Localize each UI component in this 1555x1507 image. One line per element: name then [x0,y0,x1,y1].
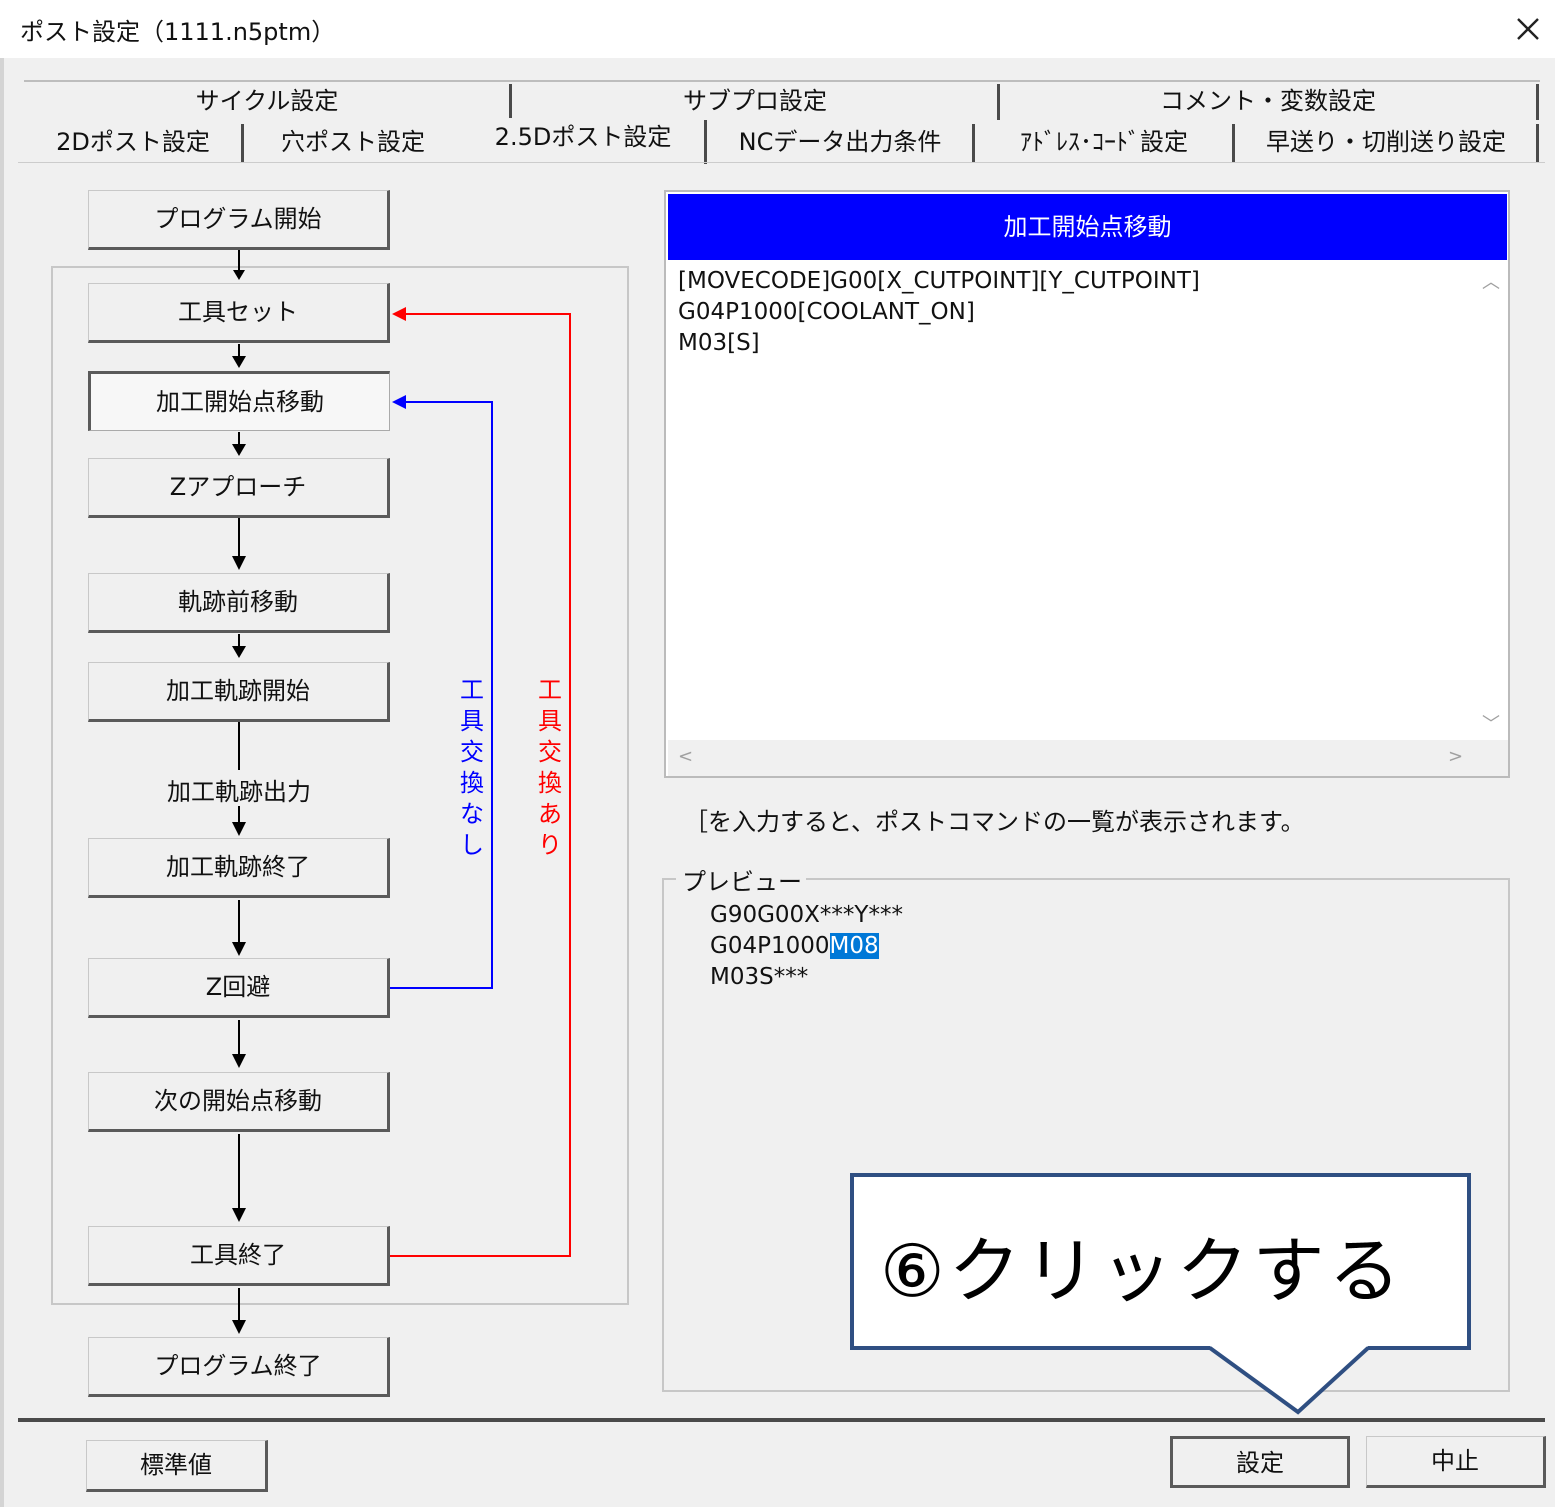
panel-bottom-border [18,1418,1545,1422]
cancel-button[interactable]: 中止 [1366,1436,1546,1488]
tab-divider [997,84,1000,120]
tab-label: コメント・変数設定 [1160,87,1376,115]
window-edge [0,58,4,1507]
tab-divider [972,124,975,162]
tab-label: NCデータ出力条件 [738,128,942,156]
callout-text: ⑥クリックする [880,1229,1405,1313]
tab-panel [18,162,1545,1419]
tab-feed-settings[interactable]: 早送り・切削送り設定 [1235,123,1537,161]
move-start-point-button[interactable]: 加工開始点移動 [88,371,390,431]
tab-hole-post[interactable]: 穴ポスト設定 [244,123,462,161]
chevron-up-icon[interactable]: ︿ [1482,272,1500,293]
tab-cycle-settings[interactable]: サイクル設定 [24,82,510,120]
z-approach-button[interactable]: Zアプローチ [88,458,390,518]
tab-label: 2.5Dポスト設定 [494,123,672,151]
path-output-label: 加工軌跡出力 [167,778,311,806]
set-button[interactable]: 設定 [1170,1436,1350,1488]
tab-2d-post[interactable]: 2Dポスト設定 [24,123,242,161]
chevron-left-icon[interactable]: < [678,746,694,767]
chevron-down-icon[interactable]: ﹀ [1482,714,1500,735]
preview-label: プレビュー [678,862,806,897]
default-values-button[interactable]: 標準値 [86,1440,268,1492]
title-bar [0,0,1555,58]
tab-divider [1536,124,1539,162]
tab-divider [241,124,244,162]
tab-divider [1232,124,1235,162]
preview-highlight: M08 [829,933,879,959]
tool-set-button[interactable]: 工具セット [88,283,390,343]
group-border [770,878,1510,880]
tab-label: 早送り・切削送り設定 [1266,128,1506,156]
tab-label: 2Dポスト設定 [56,128,210,156]
program-start-button[interactable]: プログラム開始 [88,190,390,250]
preview-line: G90G00X***Y*** [710,902,903,928]
tab-label: ｱﾄﾞﾚｽ･ｺｰﾄﾞ設定 [1020,128,1188,156]
z-retract-button[interactable]: Z回避 [88,958,390,1018]
flow-arrows [232,250,571,1334]
instruction-callout [850,1173,1471,1350]
tab-row-top-border [24,80,1540,82]
hint-text: ［を入力すると、ポストコマンドの一覧が表示されます。 [684,808,1305,836]
tool-end-button[interactable]: 工具終了 [88,1226,390,1286]
tab-address-code-settings[interactable]: ｱﾄﾞﾚｽ･ｺｰﾄﾞ設定 [975,123,1233,161]
group-border [662,878,676,880]
horizontal-scrollbar[interactable]: < > [668,740,1474,776]
tab-divider [704,120,707,164]
preview-group-box [662,878,1510,1392]
close-icon[interactable] [1505,6,1549,50]
chevron-right-icon[interactable]: > [1448,746,1464,767]
program-end-button[interactable]: プログラム終了 [88,1337,390,1397]
editor-section-header: 加工開始点移動 [668,194,1507,260]
window-title: ポスト設定（1111.n5ptm） [20,18,336,46]
path-start-button[interactable]: 加工軌跡開始 [88,662,390,722]
callout-pointer [1208,1346,1370,1415]
flow-group-box [51,266,629,1305]
preview-line: G04P1000M08 [710,933,879,959]
code-input[interactable] [668,262,1474,740]
tab-label: サイクル設定 [195,87,339,115]
no-tool-change-label: 工具交換なし [460,676,484,859]
pre-path-move-button[interactable]: 軌跡前移動 [88,573,390,633]
preview-line-text: G04P1000 [710,933,830,959]
tab-divider [1536,84,1539,120]
tab-subprogram-settings[interactable]: サブプロ設定 [512,82,998,120]
scroll-corner [1474,740,1508,776]
vertical-scrollbar[interactable]: ︿ ﹀ [1474,262,1508,740]
tab-label: 穴ポスト設定 [281,128,425,156]
tab-label: サブプロ設定 [683,87,827,115]
tab-divider [509,84,512,120]
tab-comment-variable-settings[interactable]: コメント・変数設定 [1000,82,1536,120]
preview-line: M03S*** [710,964,809,990]
path-end-button[interactable]: 加工軌跡終了 [88,838,390,898]
with-tool-change-label: 工具交換あり [538,676,562,859]
tab-2-5d-post[interactable]: 2.5Dポスト設定 [462,118,704,156]
tab-nc-output-conditions[interactable]: NCデータ出力条件 [707,123,973,161]
next-start-move-button[interactable]: 次の開始点移動 [88,1072,390,1132]
